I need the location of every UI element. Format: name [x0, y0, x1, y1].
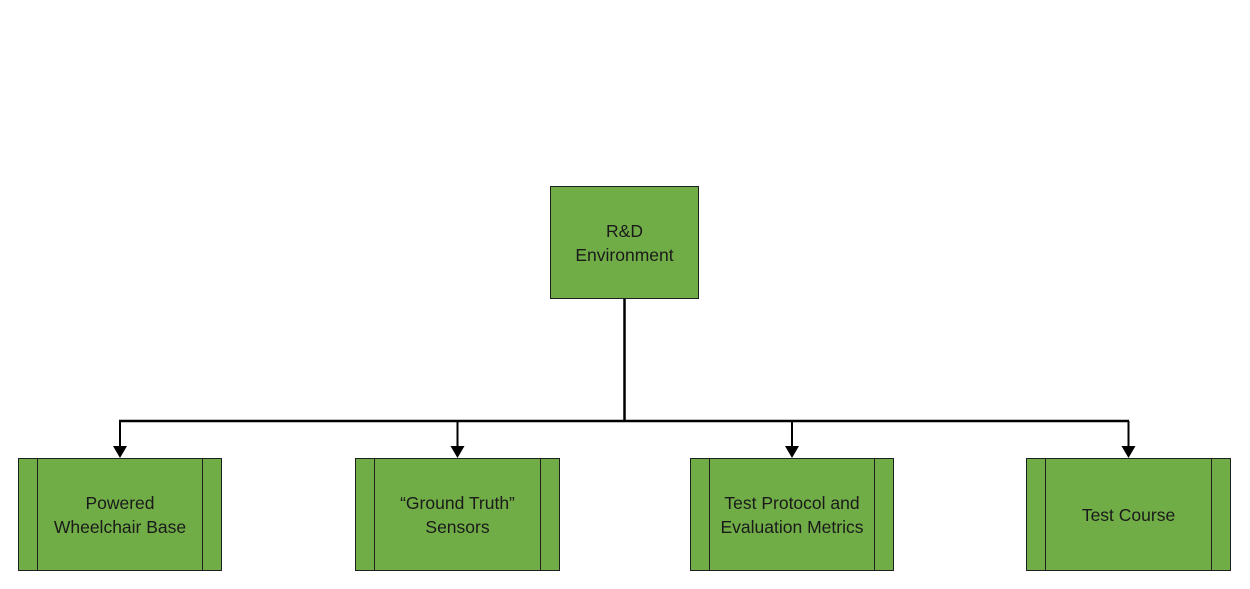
process-bar-right [1211, 459, 1212, 570]
process-bar-right [874, 459, 875, 570]
child-node-ground-truth-sensors[interactable]: “Ground Truth” Sensors [355, 458, 560, 571]
root-node-label: R&D Environment [575, 220, 674, 265]
root-node[interactable]: R&D Environment [550, 186, 699, 299]
child-node-test-protocol[interactable]: Test Protocol and Evaluation Metrics [690, 458, 894, 571]
child-node-label: Test Course [1081, 504, 1176, 525]
arrowhead-1 [113, 446, 127, 458]
arrowhead-2 [450, 446, 465, 458]
process-bar-left [37, 459, 38, 570]
arrowhead-4 [1121, 446, 1136, 458]
process-bar-right [540, 459, 541, 570]
child-node-label: Powered Wheelchair Base [53, 492, 187, 537]
process-bar-right [202, 459, 203, 570]
child-node-test-course[interactable]: Test Course [1026, 458, 1231, 571]
arrowhead-3 [785, 446, 799, 458]
child-node-label: “Ground Truth” Sensors [400, 492, 515, 537]
process-bar-left [1045, 459, 1046, 570]
process-bar-left [374, 459, 375, 570]
process-bar-left [709, 459, 710, 570]
child-node-powered-wheelchair-base[interactable]: Powered Wheelchair Base [18, 458, 222, 571]
child-node-label: Test Protocol and Evaluation Metrics [720, 492, 864, 537]
